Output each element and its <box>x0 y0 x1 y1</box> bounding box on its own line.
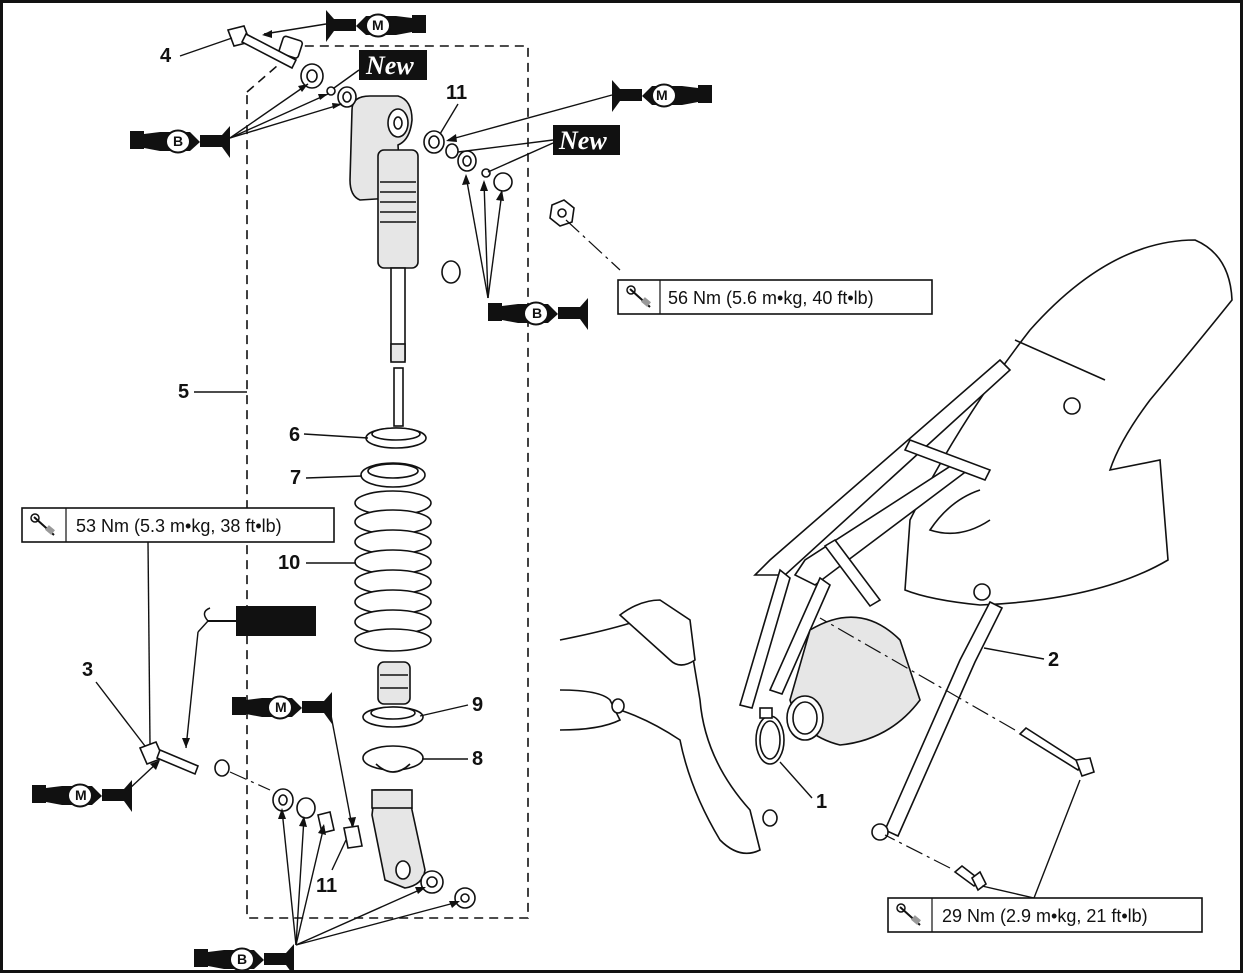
lube-m-bottom-left-label: M <box>75 787 87 803</box>
torque-spec-left: 53 Nm (5.3 m•kg, 38 ft•lb) <box>21 507 335 543</box>
lube-b-right-label: B <box>532 305 542 321</box>
lube-b-bottom-label: B <box>237 951 247 967</box>
callout-11-bottom: 11 <box>316 875 337 897</box>
svg-text:29 Nm (2.9 m•kg, 21 ft•lb): 29 Nm (2.9 m•kg, 21 ft•lb) <box>942 906 1148 926</box>
callout-3: 3 <box>82 659 93 681</box>
swing-arm-section <box>559 599 778 855</box>
callout-6: 6 <box>289 424 300 446</box>
callout-1: 1 <box>816 791 827 813</box>
lube-m-middle-label: M <box>275 699 287 715</box>
sealant-tube-icon <box>203 606 316 636</box>
svg-text:53 Nm (5.3 m•kg, 38 ft•lb): 53 Nm (5.3 m•kg, 38 ft•lb) <box>76 516 282 536</box>
svg-text:New: New <box>558 126 607 155</box>
torque-spec-bottom-right: 29 Nm (2.9 m•kg, 21 ft•lb) <box>887 897 1203 933</box>
svg-text:56 Nm (5.6 m•kg, 40 ft•lb): 56 Nm (5.6 m•kg, 40 ft•lb) <box>668 288 874 308</box>
lube-m-right-label: M <box>656 87 668 103</box>
new-badge-top: New <box>359 50 427 80</box>
svg-text:New: New <box>365 51 414 80</box>
callout-8: 8 <box>472 748 483 770</box>
lube-m-top-label: M <box>372 17 384 33</box>
shock-absorber <box>349 95 461 889</box>
new-badge-right: New <box>553 125 620 155</box>
top-mount-hardware <box>226 25 621 271</box>
torque-spec-top-right: 56 Nm (5.6 m•kg, 40 ft•lb) <box>617 279 933 315</box>
rear-frame <box>738 239 1233 841</box>
callout-10: 10 <box>278 552 300 574</box>
callout-7: 7 <box>290 467 301 489</box>
lube-b-top-left-label: B <box>173 133 183 149</box>
callout-5: 5 <box>178 381 189 403</box>
callout-2: 2 <box>1048 649 1059 671</box>
callout-4: 4 <box>160 45 172 67</box>
bottom-mount-hardware <box>138 740 476 909</box>
callout-11-top: 11 <box>446 82 467 104</box>
callout-9: 9 <box>472 694 483 716</box>
spring <box>354 490 432 652</box>
